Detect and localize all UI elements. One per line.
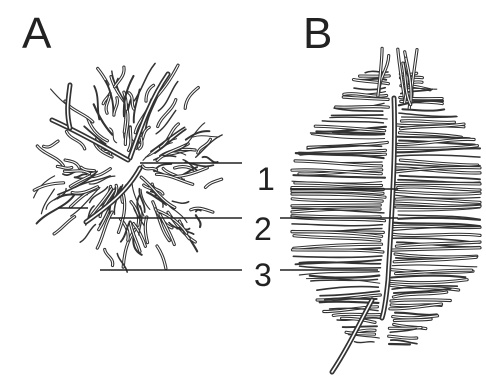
drawing-b-strand — [325, 298, 377, 299]
drawing-b-strand — [322, 121, 383, 123]
drawing-a-strand — [157, 246, 166, 268]
callout-2: 2 — [254, 211, 272, 247]
drawing-b-strand — [400, 176, 480, 180]
drawing-a-strand — [196, 210, 201, 212]
drawing-b-strand — [392, 265, 476, 267]
drawing-a-strand — [94, 104, 113, 134]
drawing-b-strand — [293, 175, 385, 178]
drawing-a-strand — [94, 86, 99, 119]
drawing-b-strand — [399, 113, 456, 116]
drawing-b — [292, 48, 480, 372]
drawing-b-strand — [293, 256, 382, 257]
drawing-a-strand — [34, 183, 63, 190]
drawing-b-strand — [292, 224, 382, 226]
drawing-a-strand — [185, 88, 198, 109]
panel-b-label: B — [303, 9, 332, 58]
drawing-b-strand — [299, 272, 379, 275]
drawing-a-strand — [80, 225, 95, 243]
drawing-b-strand — [354, 342, 374, 343]
drawing-a-strand — [196, 135, 223, 157]
strand-highlight — [336, 107, 389, 108]
drawing-b-strand — [392, 275, 466, 277]
drawing-b-strand — [300, 266, 381, 268]
drawing-b-strand — [330, 117, 387, 119]
drawing-a-strand — [134, 90, 140, 123]
drawing-b-strand — [395, 313, 437, 315]
callout-1: 1 — [257, 161, 275, 197]
drawing-b-strand — [317, 286, 378, 290]
drawing-b-strand — [332, 115, 383, 116]
drawing-a-strand — [203, 157, 218, 163]
strand-highlight — [395, 183, 480, 184]
drawing-a-strands — [34, 63, 223, 272]
drawing-b-strand — [334, 108, 383, 111]
drawing-a-strand — [186, 131, 210, 140]
drawing-b-strand — [396, 155, 481, 157]
strand-highlight — [295, 161, 381, 166]
callout-3: 3 — [254, 257, 272, 293]
drawing-a-strand — [115, 67, 124, 87]
drawing-a — [34, 63, 223, 272]
drawing-b-strand — [396, 137, 470, 139]
drawing-b-strand — [398, 218, 480, 220]
drawing-b-strand — [310, 276, 380, 278]
drawing-b-strand — [402, 117, 458, 118]
strand-highlight — [54, 217, 75, 234]
panel-a-label: A — [22, 9, 52, 58]
drawing-a-strand — [196, 215, 201, 227]
drawing-a-strand — [193, 136, 219, 137]
drawing-a-strand — [172, 201, 188, 203]
